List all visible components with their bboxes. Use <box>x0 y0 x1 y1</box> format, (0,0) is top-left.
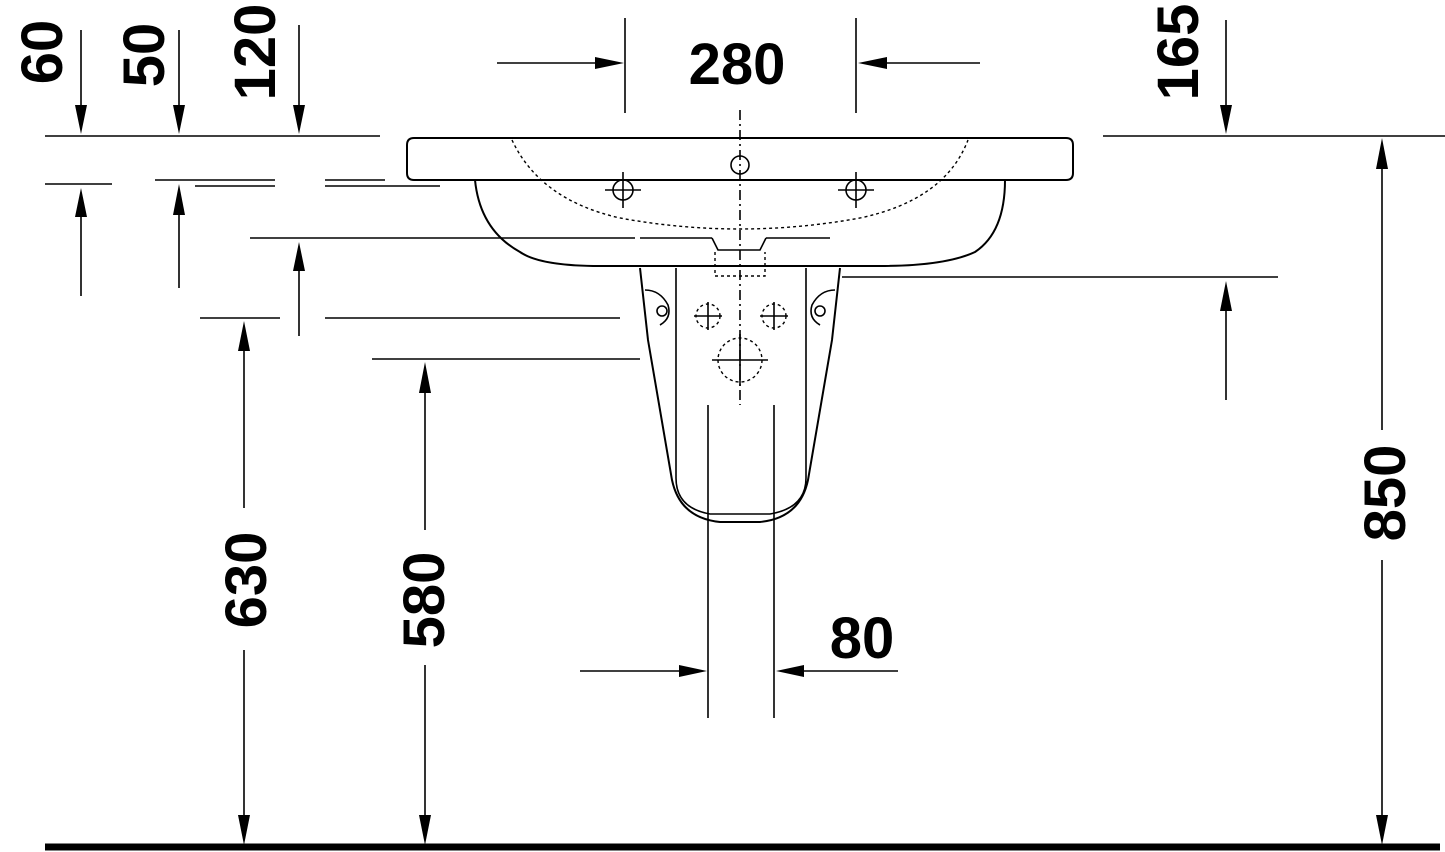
dim-850-label: 850 <box>1353 445 1418 542</box>
tap-hole-icons <box>605 155 874 208</box>
dim-280-label: 280 <box>689 32 786 97</box>
dim-580-label: 580 <box>392 552 457 649</box>
pedestal-outline <box>639 267 841 523</box>
dim-280-line <box>497 57 980 69</box>
extension-lines <box>45 18 1445 360</box>
dim-50-label: 50 <box>112 23 177 88</box>
dim-580-line <box>419 362 431 845</box>
dim-630-line <box>238 321 250 845</box>
dim-60-label: 60 <box>10 20 75 85</box>
dim-850-line <box>1376 138 1388 845</box>
dim-80-label: 80 <box>830 606 895 671</box>
dim-120-label: 120 <box>223 4 288 101</box>
dim-80-line <box>580 665 898 677</box>
dim-60-line <box>75 30 87 296</box>
dim-165-label: 165 <box>1146 4 1211 101</box>
dim-120-line <box>293 25 305 336</box>
dim-630-label: 630 <box>214 532 279 629</box>
dim-165-line <box>1220 20 1232 400</box>
dim-50-line <box>173 30 185 288</box>
